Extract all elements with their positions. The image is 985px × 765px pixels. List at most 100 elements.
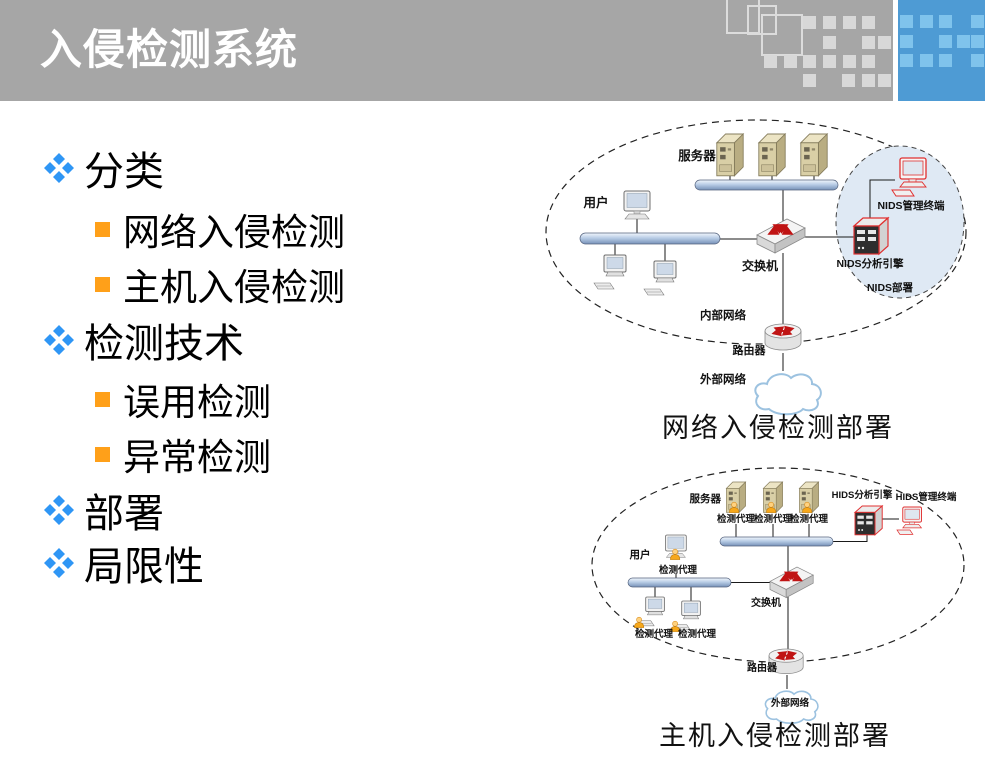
hids-terminal-icon <box>896 506 922 535</box>
slide-title: 入侵检测系统 <box>40 26 299 73</box>
nids-engine-server-icon <box>853 217 889 255</box>
bullet-label: 网络入侵检测 <box>123 212 345 253</box>
external-network-label: 外部网络 <box>770 697 810 709</box>
switch-icon <box>757 219 805 253</box>
bullet-item-limitations: 局限性 <box>44 534 204 592</box>
deco-square <box>784 55 797 68</box>
cloud-icon <box>754 373 822 416</box>
servers-label: 服务器 <box>678 148 716 163</box>
deco-square <box>900 54 913 67</box>
deco-square <box>920 54 933 67</box>
deco-square <box>843 55 856 68</box>
deco-square <box>843 16 856 29</box>
deco-square <box>803 16 816 29</box>
connection-lines <box>614 172 895 371</box>
deco-outline-square <box>726 0 760 34</box>
diamond-bullet-icon <box>44 548 74 578</box>
deco-square <box>900 15 913 28</box>
bullet-item-host-ids: 主机入侵检测 <box>95 257 345 311</box>
nids-terminal-label: NIDS管理终端 <box>877 199 945 212</box>
nids-deployment-label: NIDS部署 <box>867 281 914 294</box>
server-segment-bus <box>719 536 834 547</box>
deco-square <box>823 36 836 49</box>
user-segment-bus <box>627 577 732 588</box>
deco-square <box>878 74 891 87</box>
bullet-label: 部署 <box>84 492 164 536</box>
bullet-label: 检测技术 <box>84 322 244 366</box>
desktop-computer-icon <box>593 254 627 290</box>
desktop-computer-icon <box>636 596 665 627</box>
bullet-item-anomaly-detection: 异常检测 <box>95 427 271 481</box>
nids-engine-label: NIDS分析引擎 <box>836 257 904 270</box>
agent-label: 检测代理 <box>635 628 674 640</box>
square-bullet-icon <box>95 276 110 292</box>
network-ids-diagram: 服务器 用户 交换机 NIDS管理终端 NIDS分析引擎 NIDS部署 内部网络… <box>545 119 967 443</box>
server-icon <box>800 133 828 177</box>
diamond-bullet-icon <box>44 495 74 525</box>
users-label: 用户 <box>629 548 651 561</box>
external-network-label: 外部网络 <box>699 372 746 386</box>
router-label: 路由器 <box>747 661 778 674</box>
deco-square <box>823 16 836 29</box>
monitor-icon <box>623 190 651 220</box>
network-diagram-caption: 网络入侵检测部署 <box>662 413 894 443</box>
deco-square <box>842 74 855 87</box>
nids-zone-ellipse <box>835 145 965 299</box>
deco-square <box>803 74 816 87</box>
square-bullet-icon <box>95 221 110 237</box>
deco-square <box>878 36 891 49</box>
deco-square <box>971 15 984 28</box>
deco-square <box>862 36 875 49</box>
deco-square <box>957 35 970 48</box>
switch-icon <box>770 567 813 598</box>
deco-square <box>939 54 952 67</box>
server-icon <box>758 133 786 177</box>
servers-label: 服务器 <box>690 492 722 505</box>
server-icon <box>716 133 744 177</box>
deco-square <box>900 35 913 48</box>
bullet-item-detection-tech: 检测技术 <box>44 311 244 369</box>
desktop-computer-icon <box>672 600 701 631</box>
agent-label: 检测代理 <box>717 513 756 525</box>
deco-square <box>862 74 875 87</box>
users-label: 用户 <box>582 195 608 210</box>
deco-square <box>920 15 933 28</box>
router-label: 路由器 <box>733 343 767 357</box>
bullet-label: 主机入侵检测 <box>123 267 345 308</box>
bullet-item-network-ids: 网络入侵检测 <box>95 202 345 256</box>
hids-engine-server-icon <box>854 505 883 536</box>
square-bullet-icon <box>95 391 110 407</box>
bullet-label: 误用检测 <box>123 382 271 423</box>
deco-outline-square <box>761 14 803 56</box>
router-icon <box>765 324 801 350</box>
bullet-label: 异常检测 <box>123 437 271 478</box>
agent-label: 检测代理 <box>754 513 793 525</box>
user-segment-bus <box>579 232 721 245</box>
square-bullet-icon <box>95 446 110 462</box>
desktop-computer-icon <box>643 260 677 296</box>
agent-label: 检测代理 <box>659 564 698 576</box>
deco-square <box>803 55 816 68</box>
bullet-label: 局限性 <box>84 545 204 589</box>
host-ids-diagram: 服务器 检测代理 检测代理 检测代理 HIDS分析引擎 HIDS管理终端 用户 … <box>591 467 965 751</box>
host-diagram-caption: 主机入侵检测部署 <box>659 721 891 751</box>
bullet-label: 分类 <box>84 150 164 194</box>
agent-label: 检测代理 <box>790 513 829 525</box>
deco-square <box>823 55 836 68</box>
internal-network-boundary-ellipse <box>545 119 967 345</box>
diamond-bullet-icon <box>44 325 74 355</box>
deco-square <box>971 54 984 67</box>
switch-label: 交换机 <box>742 258 778 273</box>
deco-square <box>971 35 984 48</box>
connection-lines <box>654 518 899 689</box>
deco-square <box>939 15 952 28</box>
deco-square <box>939 35 952 48</box>
bullet-item-classification: 分类 <box>44 139 164 197</box>
deco-square <box>862 16 875 29</box>
slide-header: 入侵检测系统 <box>0 0 893 101</box>
bullet-item-deployment: 部署 <box>44 481 164 539</box>
switch-label: 交换机 <box>751 596 781 609</box>
hids-engine-label: HIDS分析引擎 <box>832 489 893 501</box>
internal-network-boundary-ellipse <box>591 467 965 663</box>
bullet-item-misuse-detection: 误用检测 <box>95 372 271 426</box>
